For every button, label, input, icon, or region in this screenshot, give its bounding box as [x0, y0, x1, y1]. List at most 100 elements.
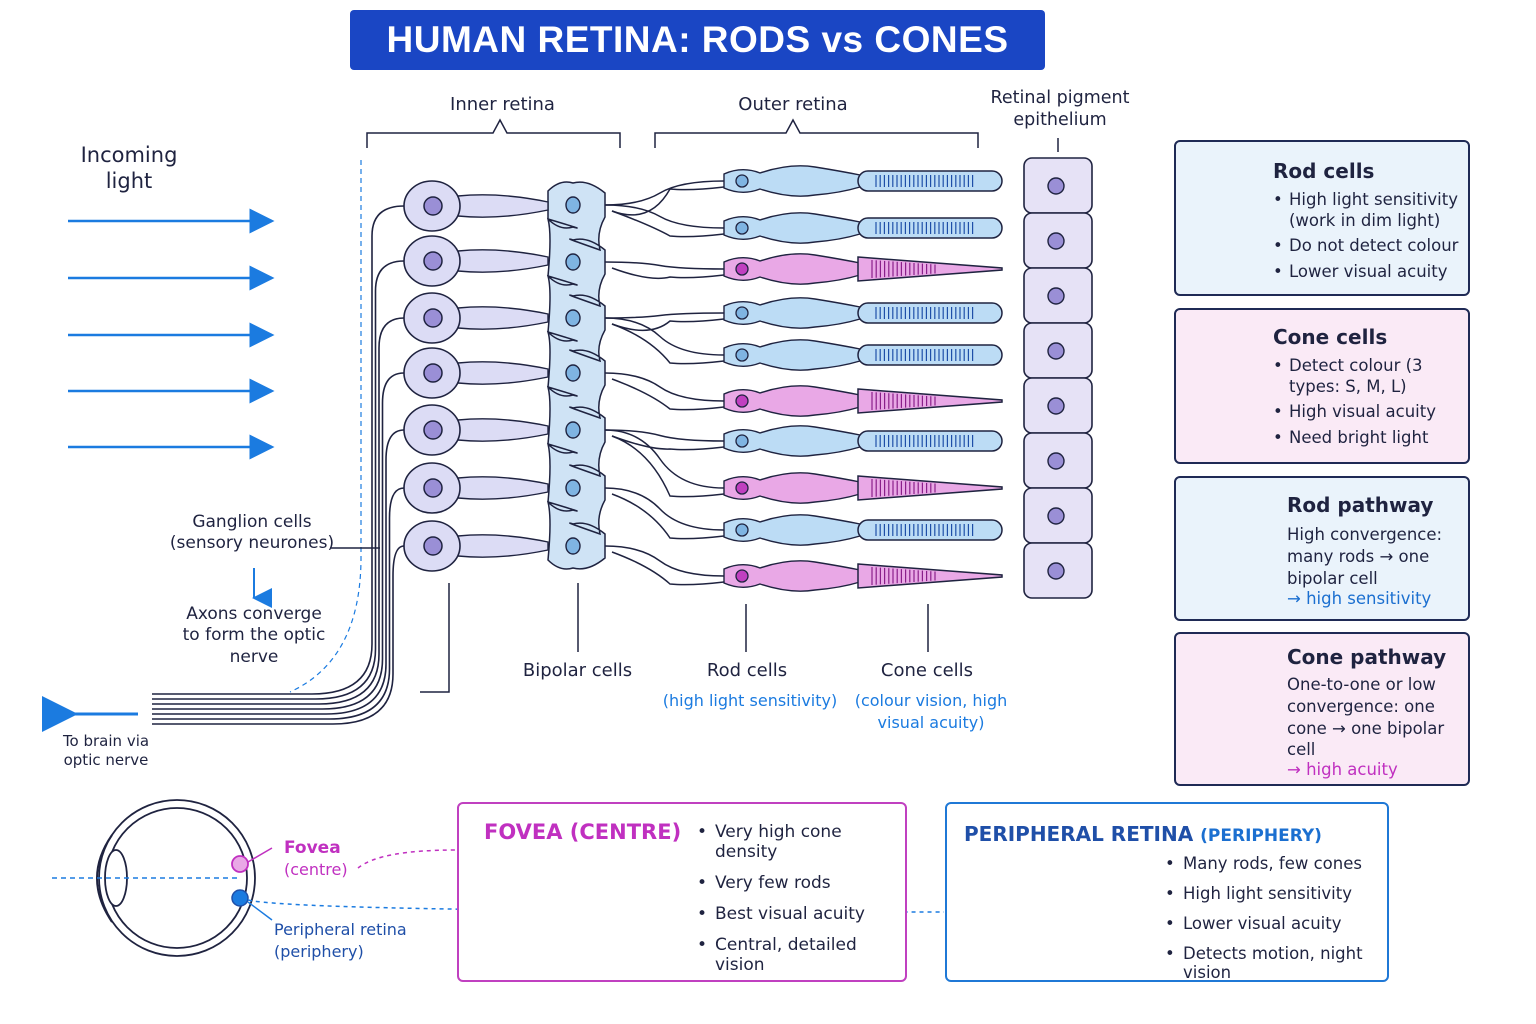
rpe-nucleus [1047, 562, 1065, 580]
cone-cells-note: (colour vision, high visual acuity) [854, 691, 1008, 733]
rpe-label: Retinal pigment epithelium [990, 88, 1130, 130]
dashed-boundary [289, 160, 362, 693]
synapse-wire [604, 487, 725, 531]
ganglion-dendrite [457, 194, 549, 218]
ganglion-dendrite [457, 361, 549, 385]
synapse-wire [604, 204, 725, 229]
fovea-sub-label: (centre) [284, 860, 348, 879]
list-item: Lower visual acuity [1161, 914, 1386, 933]
rpe-nucleus [1047, 232, 1065, 250]
synapse-wire [611, 435, 725, 498]
rod-pathway-box: Rod pathway High convergence: many rods … [1174, 476, 1470, 621]
periph-list: Many rods, few cones High light sensitiv… [1161, 854, 1386, 993]
synapse-wire [611, 378, 725, 411]
rod-nucleus [735, 523, 749, 537]
list-item: Very few rods [693, 873, 903, 893]
title-banner: HUMAN RETINA: RODS vs CONES [350, 10, 1045, 70]
list-item: Central, detailed vision [693, 935, 903, 975]
synapse-wire [611, 267, 725, 280]
fovea-list: Very high cone density Very few rods Bes… [693, 822, 903, 986]
list-item: Many rods, few cones [1161, 854, 1386, 873]
ganglion-nucleus [423, 196, 443, 216]
bipolar-nucleus [565, 253, 581, 271]
periph-box-title: PERIPHERAL RETINA (PERIPHERY) [964, 822, 1322, 846]
periph-dot [231, 889, 249, 907]
ganglion-nucleus [423, 251, 443, 271]
rod-pathway-highlight: → high sensitivity [1287, 589, 1432, 608]
fovea-dot [231, 855, 249, 873]
synapse-wire [604, 312, 725, 319]
rod-pathway-text: High convergence: many rods → one bipola… [1287, 525, 1443, 588]
bipolar-nucleus [565, 196, 581, 214]
list-item: Detect colour (3 types: S, M, L) [1273, 356, 1463, 397]
periph-label: Peripheral retina [274, 920, 407, 939]
ganglion-label: Ganglion cells (sensory neurones) [169, 512, 335, 554]
periph-leader [247, 901, 273, 921]
list-item: Very high cone density [693, 822, 903, 862]
axon [152, 317, 405, 705]
to-brain-label: To brain via optic nerve [62, 732, 150, 769]
cone-cells-box-title: Cone cells [1273, 325, 1388, 349]
synapse-wire [604, 261, 725, 270]
synapse-wire [611, 551, 725, 586]
bipolar-cell-column [546, 181, 606, 570]
cone-nucleus [735, 569, 749, 583]
list-item: Detects motion, night vision [1161, 944, 1386, 982]
axon [152, 260, 405, 700]
periph-box: PERIPHERAL RETINA (PERIPHERY) Many rods,… [945, 802, 1389, 982]
rod-cells-label: Rod cells [706, 660, 788, 681]
incoming-light-arrows [68, 208, 275, 460]
axon [152, 372, 405, 710]
rod-nucleus [735, 221, 749, 235]
rpe-nucleus [1047, 287, 1065, 305]
photoreceptor-column [723, 165, 1003, 592]
fovea-connector [357, 849, 457, 869]
ganglion-nucleus [423, 478, 443, 498]
synapse-wire [604, 180, 725, 206]
synapse-wire [611, 323, 725, 365]
ganglion-dendrite [457, 534, 549, 558]
list-item: Need bright light [1273, 428, 1463, 449]
synapse-wire [604, 429, 725, 489]
synapse-wire [611, 318, 725, 331]
list-item: High visual acuity [1273, 402, 1463, 423]
rod-pathway-box-title: Rod pathway [1287, 493, 1434, 517]
rod-cells-list: High light sensitivity (work in dim ligh… [1273, 190, 1463, 288]
synapse-wire [611, 493, 725, 540]
list-item: Lower visual acuity [1273, 262, 1463, 283]
ganglion-nucleus [423, 363, 443, 383]
synapse-wire [604, 372, 725, 402]
cone-pathway-highlight: → high acuity [1287, 760, 1398, 779]
periph-connector [247, 899, 945, 913]
axon [152, 205, 405, 695]
ganglion-dendrite [457, 306, 549, 330]
synapse-lines [604, 180, 725, 586]
cone-nucleus [735, 262, 749, 276]
rpe-nucleus [1047, 507, 1065, 525]
cone-outer-segment [857, 256, 1003, 282]
synapse-wire [604, 429, 725, 442]
bipolar-nucleus [565, 309, 581, 327]
ganglion-axon-leader [420, 583, 450, 693]
cone-cells-label: Cone cells [880, 660, 974, 681]
cone-pathway-box-title: Cone pathway [1287, 645, 1447, 669]
rod-cells-note: (high light sensitivity) [662, 691, 838, 710]
rpe-nucleus [1047, 452, 1065, 470]
synapse-wire [611, 435, 725, 451]
rod-nucleus [735, 434, 749, 448]
fovea-box-title: FOVEA (CENTRE) [484, 820, 682, 844]
bipolar-nucleus [565, 479, 581, 497]
fovea-box: FOVEA (CENTRE) Very high cone density Ve… [457, 802, 907, 982]
synapse-wire [604, 545, 725, 577]
cone-pathway-text: One-to-one or low convergence: one cone … [1287, 675, 1445, 760]
ganglion-dendrite [457, 249, 549, 273]
fovea-label: Fovea [284, 838, 341, 858]
periph-box-title-sub: (PERIPHERY) [1200, 826, 1322, 846]
synapse-wire [611, 186, 725, 216]
page-title: HUMAN RETINA: RODS vs CONES [386, 19, 1009, 60]
cone-nucleus [735, 481, 749, 495]
axons-label: Axons converge to form the optic nerve [182, 604, 326, 667]
periph-sub-label: (periphery) [274, 942, 364, 961]
incoming-light-label: Incoming light [80, 143, 178, 194]
cone-pathway-box: Cone pathway One-to-one or low convergen… [1174, 632, 1470, 786]
